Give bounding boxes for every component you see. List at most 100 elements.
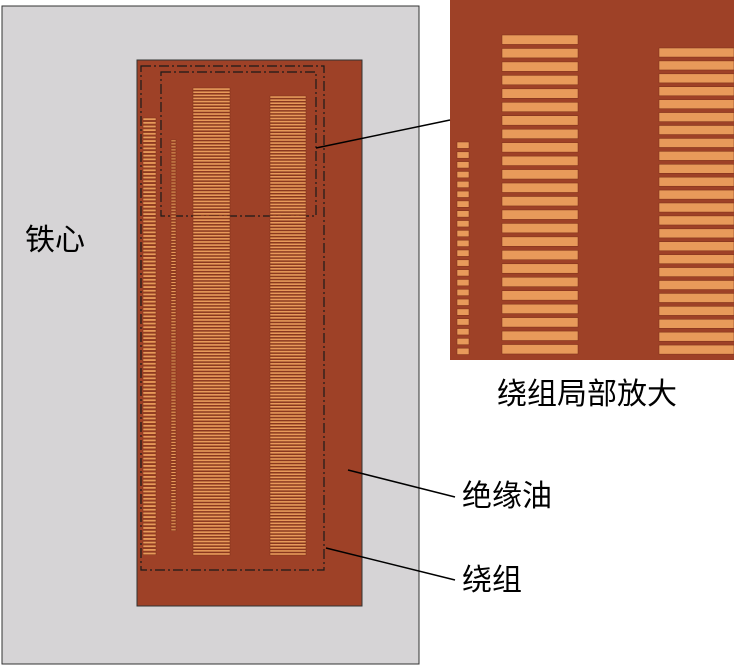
winding-turn xyxy=(192,427,231,431)
winding-turn xyxy=(192,455,231,459)
winding-turn xyxy=(269,203,307,206)
winding-turn xyxy=(269,509,307,513)
winding-turn xyxy=(269,147,307,151)
winding-turn xyxy=(170,296,177,299)
winding-turn xyxy=(170,181,177,185)
winding-turn xyxy=(170,438,177,441)
winding-turn xyxy=(269,525,307,528)
winding-turn xyxy=(269,104,307,108)
winding-turn xyxy=(170,411,177,414)
outer-winding xyxy=(269,95,307,556)
winding-turn xyxy=(501,102,579,112)
winding-turn xyxy=(269,114,307,117)
winding-turn xyxy=(170,239,177,242)
winding-turn xyxy=(658,319,734,329)
winding-turn xyxy=(269,334,307,338)
winding-turn xyxy=(501,182,579,193)
winding-turn xyxy=(192,175,231,178)
winding-turn xyxy=(170,492,177,495)
winding-turn xyxy=(170,435,177,438)
winding-turn xyxy=(170,154,177,157)
winding-turn xyxy=(192,153,231,156)
winding-turn xyxy=(170,329,177,332)
winding-turn xyxy=(142,325,157,329)
winding-turn xyxy=(269,479,307,482)
winding-turn xyxy=(142,252,157,256)
winding-turn xyxy=(170,405,177,408)
winding-turn xyxy=(170,408,177,411)
winding-turn xyxy=(170,501,177,504)
winding-turn xyxy=(658,112,734,122)
winding-turn xyxy=(192,381,231,384)
winding-turn xyxy=(142,428,157,431)
winding-turn xyxy=(142,508,157,512)
winding-turn xyxy=(192,359,231,362)
winding-turn xyxy=(269,423,307,427)
winding-turn xyxy=(142,438,157,442)
winding-turn xyxy=(192,346,231,350)
winding-turn xyxy=(192,184,231,188)
winding-turn xyxy=(192,368,231,372)
winding-turn xyxy=(170,350,177,353)
winding-turn xyxy=(142,541,157,545)
winding-turn xyxy=(501,236,579,247)
winding-turn xyxy=(269,362,307,366)
winding-turn xyxy=(269,402,307,406)
winding-turn xyxy=(142,267,157,271)
winding-turn xyxy=(170,453,177,456)
inner-dotted-winding xyxy=(170,139,177,531)
winding-turn xyxy=(269,552,307,556)
winding-turn xyxy=(456,230,470,237)
winding-turn xyxy=(269,356,307,360)
winding-turn xyxy=(142,435,157,439)
winding-turn xyxy=(192,122,231,125)
winding-turn xyxy=(192,109,231,113)
winding-turn xyxy=(192,287,231,291)
winding-turn xyxy=(192,480,231,484)
winding-turn xyxy=(269,172,307,176)
winding-turn xyxy=(192,377,231,381)
winding-turn xyxy=(269,181,307,185)
winding-turn xyxy=(501,61,579,72)
winding-turn xyxy=(192,499,231,503)
winding-turn xyxy=(142,234,157,238)
winding-turn xyxy=(658,254,734,264)
winding-turn xyxy=(192,278,231,281)
winding-turn xyxy=(192,384,231,387)
winding-turn xyxy=(269,212,307,215)
winding-turn xyxy=(142,417,157,420)
winding-turn xyxy=(269,420,307,424)
winding-turn xyxy=(269,233,307,237)
winding-turn xyxy=(142,241,157,245)
winding-turn xyxy=(170,387,177,390)
winding-turn xyxy=(501,290,579,301)
winding-turn xyxy=(192,315,231,319)
winding-turn xyxy=(192,471,231,475)
winding-turn xyxy=(170,242,177,245)
winding-turn xyxy=(170,507,177,510)
winding-turn xyxy=(269,445,307,449)
winding-turn xyxy=(170,245,177,248)
winding-turn xyxy=(456,161,470,169)
winding-turn xyxy=(192,518,231,521)
winding-turn xyxy=(142,121,157,125)
winding-turn xyxy=(192,156,231,160)
winding-turn xyxy=(456,289,470,296)
winding-turn xyxy=(170,519,177,522)
winding-turn xyxy=(170,504,177,507)
winding-turn xyxy=(170,399,177,402)
winding-turn xyxy=(170,368,177,372)
winding-turn xyxy=(170,341,177,344)
winding-turn xyxy=(269,497,307,501)
winding-turn xyxy=(658,189,734,200)
winding-turn xyxy=(142,471,157,475)
winding-turn xyxy=(269,249,307,252)
winding-turn xyxy=(269,246,307,249)
winding-turn xyxy=(142,446,157,450)
winding-turn xyxy=(269,209,307,212)
winding-turn xyxy=(142,369,157,373)
winding-turn xyxy=(142,143,157,147)
winding-turn xyxy=(456,210,470,218)
winding-turn xyxy=(142,464,157,468)
winding-turn xyxy=(192,243,231,247)
